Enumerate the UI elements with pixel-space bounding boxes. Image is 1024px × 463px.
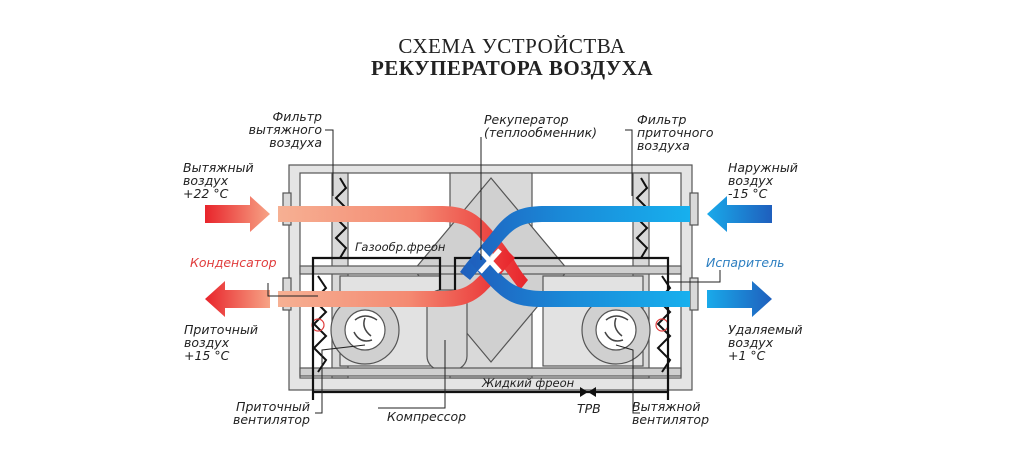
removed-air-flow [470,252,690,307]
exhaust-filter-label: Фильтр вытяжного воздуха [248,109,322,150]
removed-air-out-arrow-icon [707,281,772,317]
exhaust-air-in-arrow-icon [205,196,270,232]
flange [689,192,699,226]
diagram-title-line1: СХЕМА УСТРОЙСТВА [398,34,626,58]
bottom-plate [299,367,682,377]
gas-freon-line-left [311,256,442,400]
leader-lines [267,129,721,414]
recuperator-label: Рекуператор (теплообменник) [484,112,598,140]
supply-fan-label: Приточный вентилятор [232,399,310,427]
diagram-title-line2: РЕКУПЕРАТОРА ВОЗДУХА [370,56,654,80]
compressor-label: Компрессор [387,409,467,424]
supply-filter-label: Фильтр приточного воздуха [637,112,714,153]
outdoor-air-in-label: Наружный воздух -15 °C [728,160,798,201]
supply-air-out-arrow-icon [205,281,270,317]
crossing-mark [478,248,502,274]
fan-blades [353,315,629,342]
trv-label: ТРВ [577,401,601,416]
exhaust-air-in-label: Вытяжный воздух +22 °C [183,160,254,201]
removed-air-out-label: Удаляемый воздух +1 °C [728,322,803,363]
refrigerant-lines [311,256,670,400]
condenser-label: Конденсатор [190,255,277,270]
evaporator-label: Испаритель [706,255,785,270]
outdoor-air-in-arrow-icon [707,196,772,232]
gas-freon-line-right [453,256,670,400]
flange [689,277,699,311]
supply-air-flow [278,248,515,307]
trv-valve-icon [580,387,596,397]
supply-air-out-label: Приточный воздух +15 °C [184,322,258,363]
outdoor-air-flow [460,206,690,280]
exhaust-fan-label: Вытяжной вентилятор [632,399,710,427]
gas-freon-label: Газообр.фреон [355,240,446,254]
exhaust-air-flow [278,206,528,290]
liquid-freon-label: Жидкий фреон [482,376,575,390]
